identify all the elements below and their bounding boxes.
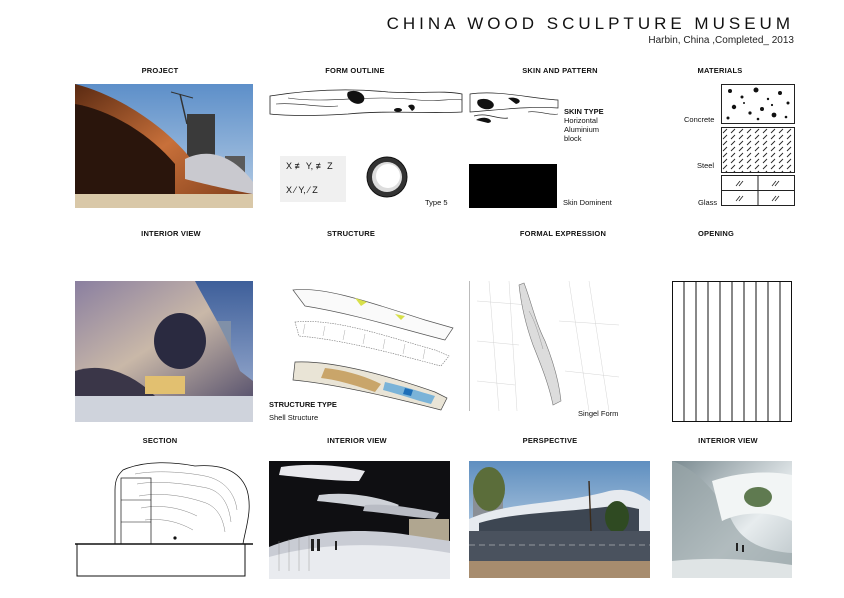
label-formal-expression: FORMAL EXPRESSION — [519, 229, 607, 238]
label-materials: MATERIALS — [697, 66, 743, 75]
formal-expression-drawing — [469, 281, 621, 413]
project-photo — [75, 84, 253, 208]
skin-dominance-label: Skin Dominent — [563, 198, 612, 207]
label-interior-view-3: INTERIOR VIEW — [698, 436, 758, 445]
skin-pattern-drawing — [468, 90, 560, 124]
form-type-label: Type 5 — [425, 198, 448, 207]
form-outline-drawing — [268, 86, 464, 120]
skin-dominance-swatch — [469, 164, 557, 208]
section-drawing — [75, 460, 253, 578]
structure-type-value: Shell Structure — [269, 413, 319, 422]
perspective-photo — [469, 461, 650, 578]
page-title: CHINA WOOD SCULPTURE MUSEUM — [386, 14, 794, 33]
glass-swatch — [721, 175, 795, 206]
concrete-label: Concrete — [684, 115, 715, 124]
formal-expression-caption: Singel Form — [578, 409, 619, 418]
structure-exploded-drawing — [285, 284, 457, 414]
skin-type-line-1: Horizontal — [564, 116, 598, 125]
concrete-swatch — [721, 84, 795, 124]
label-skin-pattern: SKIN AND PATTERN — [522, 66, 598, 75]
skin-type-line-3: block — [564, 134, 582, 143]
steel-label: Steel — [697, 161, 715, 170]
glass-label: Glass — [698, 198, 718, 207]
label-form-outline: FORM OUTLINE — [325, 66, 385, 75]
interior-view-photo-2 — [269, 461, 450, 579]
symmetry-row-1: X ≢ Y, ≢ Z — [286, 161, 333, 171]
skin-type-heading: SKIN TYPE — [564, 107, 604, 116]
ring-form-icon — [364, 154, 410, 200]
skin-type-line-2: Aluminium — [564, 125, 600, 134]
symmetry-box: X ≢ Y, ≢ Z X ⁄ Y, ⁄ Z — [280, 156, 346, 202]
label-project: PROJECT — [141, 66, 179, 75]
label-interior-view-1: INTERIOR VIEW — [141, 229, 201, 238]
label-opening: OPENING — [698, 229, 734, 238]
label-structure: STRUCTURE — [326, 229, 376, 238]
label-perspective: PERSPECTIVE — [522, 436, 578, 445]
steel-swatch — [721, 127, 795, 173]
symmetry-row-2: X ⁄ Y, ⁄ Z — [286, 185, 318, 195]
structure-type-heading: STRUCTURE TYPE — [269, 400, 337, 409]
opening-pattern-drawing — [672, 281, 792, 422]
interior-view-photo-3 — [672, 461, 792, 578]
interior-view-photo-1 — [75, 281, 253, 422]
label-section: SECTION — [142, 436, 178, 445]
page-subtitle: Harbin, China ,Completed_ 2013 — [648, 35, 794, 46]
label-interior-view-2: INTERIOR VIEW — [327, 436, 387, 445]
